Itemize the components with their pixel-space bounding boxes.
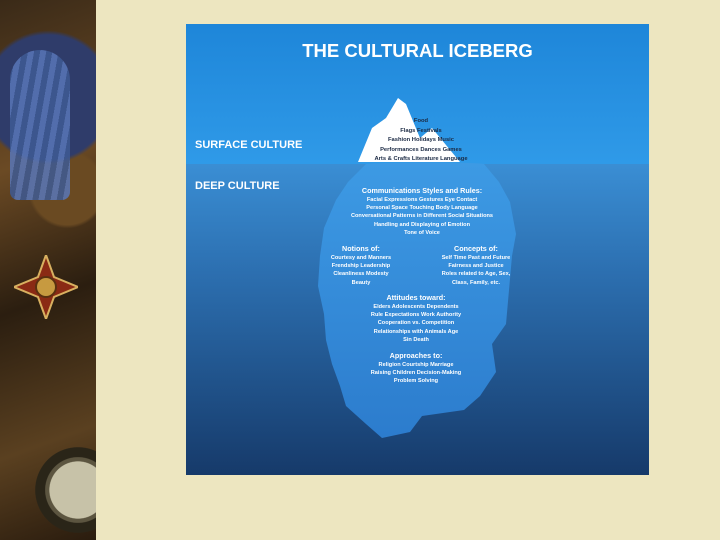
concepts-heading: Concepts of:	[436, 243, 516, 254]
concepts-item: Class, Family, etc.	[436, 279, 516, 287]
approaches-section: Approaches to: Religion Courtship Marria…	[356, 350, 476, 386]
surface-item: Food	[346, 117, 496, 127]
approaches-heading: Approaches to:	[356, 350, 476, 361]
notions-item: Beauty	[326, 279, 396, 287]
attitudes-item: Cooperation vs. Competition	[351, 319, 481, 327]
notions-section: Notions of: Courtesy and Manners Frendsh…	[326, 243, 396, 287]
cultural-iceberg-poster: THE CULTURAL ICEBERG SURFACE CULTURE DEE…	[186, 24, 649, 475]
concepts-section: Concepts of: Self Time Past and Future F…	[436, 243, 516, 287]
attitudes-section: Attitudes toward: Elders Adolescents Dep…	[351, 292, 481, 344]
attitudes-item: Elders Adolescents Dependents	[351, 303, 481, 311]
deep-culture-label: DEEP CULTURE	[195, 180, 280, 192]
communications-item: Conversational Patterns in Different Soc…	[336, 212, 508, 220]
concepts-item: Fairness and Justice	[436, 262, 516, 270]
communications-section: Communications Styles and Rules: Facial …	[336, 185, 508, 237]
approaches-item: Problem Solving	[356, 377, 476, 385]
surface-item: Fashion Holidays Music	[346, 136, 496, 146]
approaches-item: Religion Courtship Marriage	[356, 361, 476, 369]
attitudes-heading: Attitudes toward:	[351, 292, 481, 303]
decorative-side-image	[0, 0, 96, 540]
notions-item: Cleanliness Modesty	[326, 270, 396, 278]
poster-title: THE CULTURAL ICEBERG	[186, 40, 649, 62]
attitudes-item: Relationships with Animals Age	[351, 328, 481, 336]
concepts-item: Self Time Past and Future	[436, 254, 516, 262]
attitudes-item: Rule Expectations Work Authority	[351, 311, 481, 319]
notions-item: Courtesy and Manners	[326, 254, 396, 262]
communications-item: Handling and Displaying of Emotion	[336, 221, 508, 229]
medal-cross-icon	[14, 255, 78, 319]
attitudes-item: Sin Death	[351, 336, 481, 344]
notions-heading: Notions of:	[326, 243, 396, 254]
communications-item: Tone of Voice	[336, 229, 508, 237]
surface-item: Arts & Crafts Literature Language	[346, 155, 496, 165]
surface-item: Flags Festivals	[346, 127, 496, 137]
approaches-item: Raising Children Decision-Making	[356, 369, 476, 377]
surface-culture-label: SURFACE CULTURE	[195, 139, 302, 151]
surface-culture-list: Food Flags Festivals Fashion Holidays Mu…	[346, 117, 496, 165]
communications-item: Facial Expressions Gestures Eye Contact	[336, 196, 508, 204]
notions-item: Frendship Leadership	[326, 262, 396, 270]
surface-item: Performances Dances Games	[346, 146, 496, 156]
communications-item: Personal Space Touching Body Language	[336, 204, 508, 212]
communications-heading: Communications Styles and Rules:	[336, 185, 508, 196]
concepts-item: Roles related to Age, Sex,	[436, 270, 516, 278]
medal-ribbon	[10, 50, 70, 200]
compass-icon	[28, 440, 96, 540]
iceberg-illustration	[186, 24, 649, 475]
